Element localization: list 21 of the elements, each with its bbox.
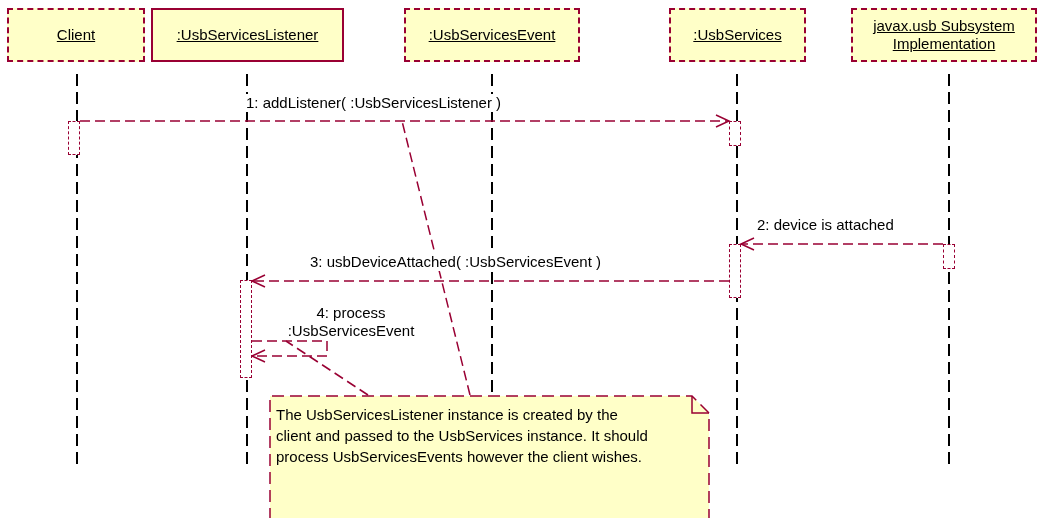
activation-bar [729,121,741,146]
edge-label: 4: process :UsbServicesEvent [286,304,416,340]
object-box: javax.usb Subsystem Implementation [851,8,1037,62]
activation-bar [943,244,955,269]
object-box: :UsbServicesEvent [404,8,580,62]
edge-label: 3: usbDeviceAttached( :UsbServicesEvent ) [310,253,601,271]
activation-bar [240,280,252,378]
edge-label: 1: addListener( :UsbServicesListener ) [246,94,502,112]
note-text: The UsbServicesListener instance is created by the client and passed to the UsbServices instance. It should process UsbServicesEvents however the client wishes. [276,405,648,467]
leader-line [285,340,369,396]
object-box: Client [7,8,145,62]
message-arrow [740,237,944,251]
activation-bar [729,244,741,298]
leader-line [401,120,471,396]
activation-bar [68,121,80,155]
note-box [269,395,710,518]
message-arrow [251,340,328,363]
object-box: :UsbServicesListener [151,8,344,62]
message-arrow [251,274,730,288]
message-arrow [79,114,730,128]
object-box: :UsbServices [669,8,806,62]
